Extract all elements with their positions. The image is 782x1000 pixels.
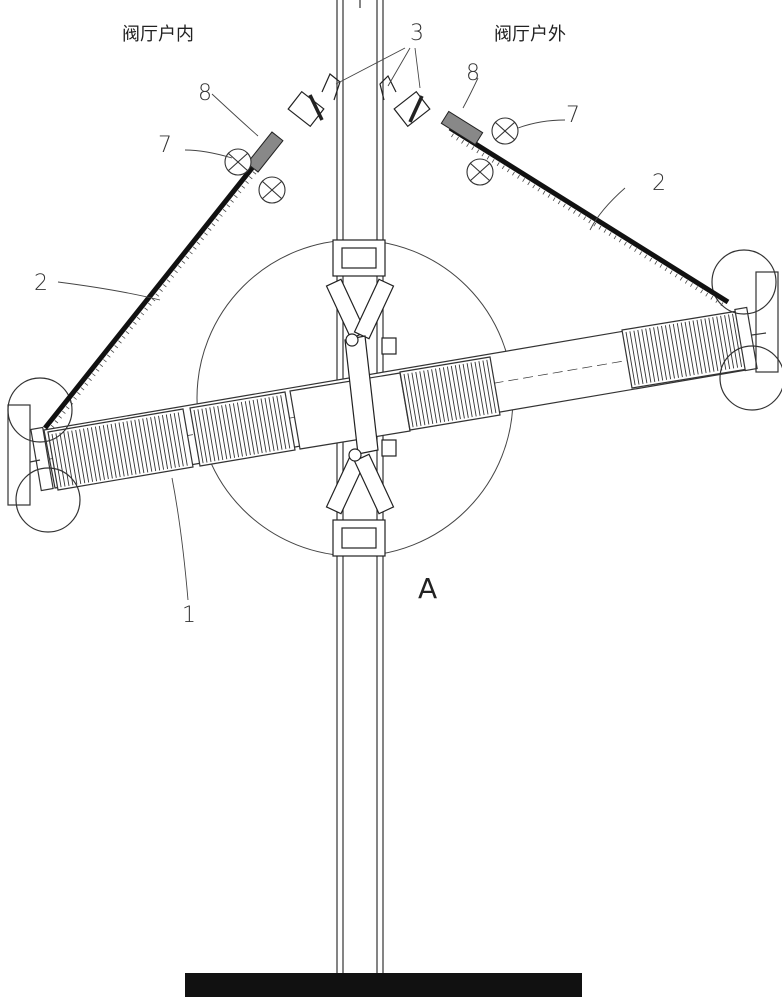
callout-3: 3 <box>410 21 424 46</box>
bushing-end-caps <box>29 306 767 492</box>
callout-2-right: 2 <box>652 171 666 196</box>
shed-ribs <box>51 313 743 488</box>
label-inside: 阀厅户内 <box>122 24 194 45</box>
support-struts <box>43 125 730 430</box>
strut-ticks <box>50 133 724 429</box>
connectors <box>287 73 431 128</box>
leader-lines <box>57 47 626 601</box>
callout-7-right: 7 <box>566 103 580 128</box>
callout-2-left: 2 <box>34 271 48 296</box>
label-detail-a: A <box>418 572 437 605</box>
grading-shields <box>7 249 782 533</box>
label-outside: 阀厅户外 <box>494 24 566 45</box>
pulleys <box>224 117 519 204</box>
callout-8-right: 8 <box>466 61 480 86</box>
callout-8-left: 8 <box>198 81 212 106</box>
callout-1: 1 <box>182 603 196 628</box>
wall-brackets <box>325 239 397 557</box>
base-plate <box>185 973 582 997</box>
sleeves <box>246 110 484 173</box>
callout-7-left: 7 <box>158 133 172 158</box>
